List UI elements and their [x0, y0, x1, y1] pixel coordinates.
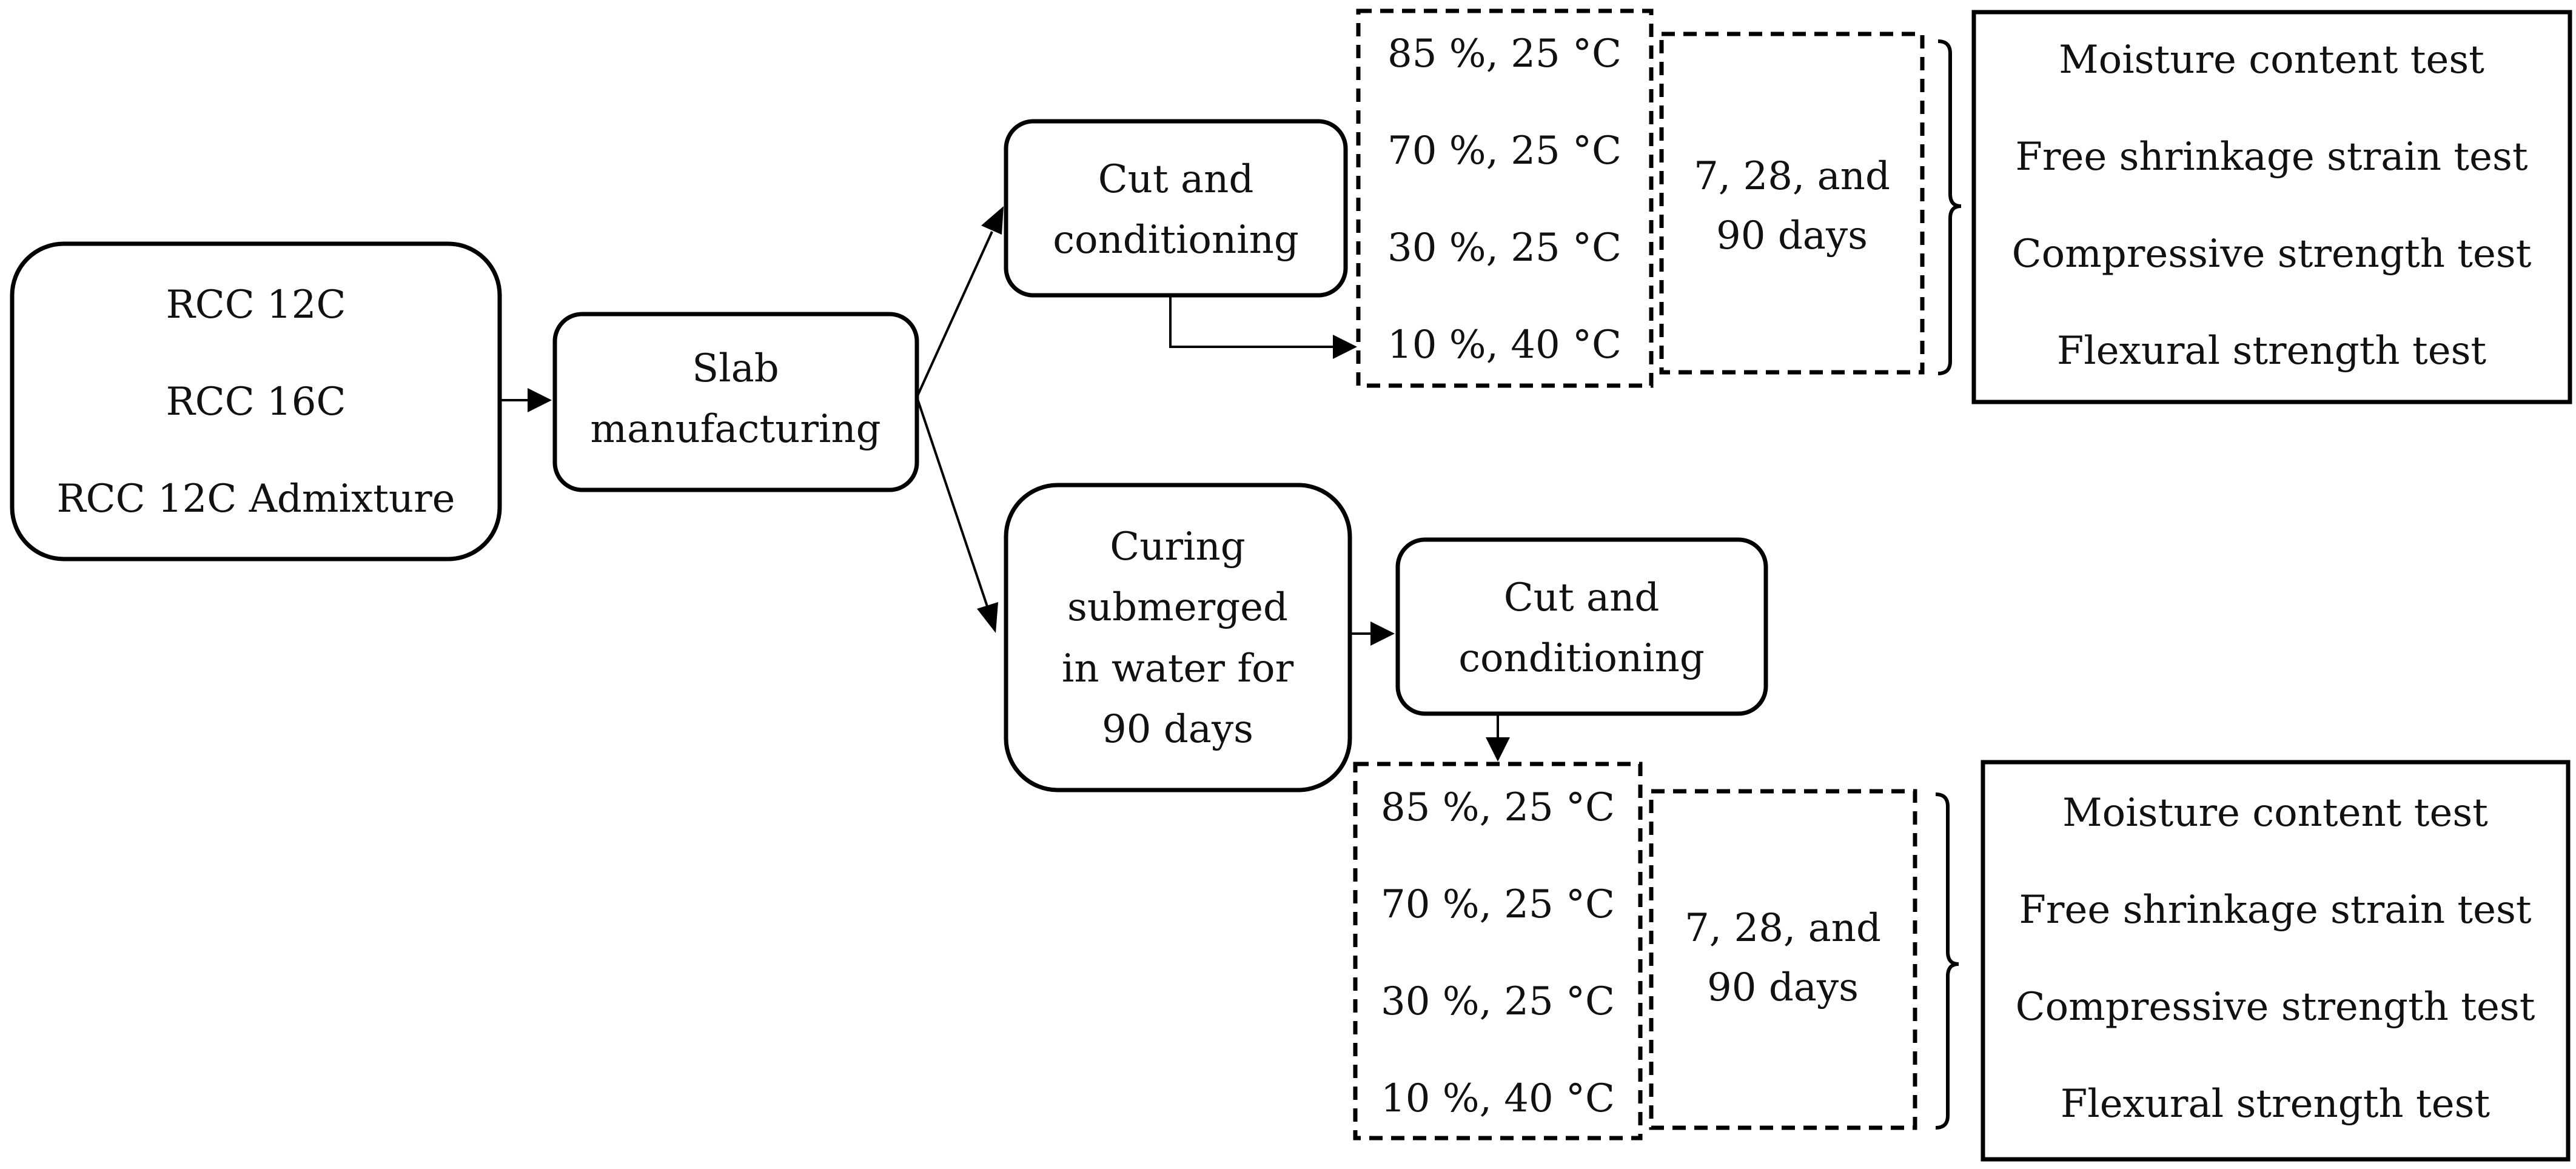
connector-slab-to-curing: [916, 397, 998, 633]
ages-label-line: 7, 28, and: [1694, 154, 1890, 199]
lower-cut-label-line: Cut and: [1504, 575, 1660, 620]
condition-label: 30 %, 25 °C: [1387, 226, 1622, 270]
condition-label: 85 %, 25 °C: [1387, 32, 1622, 76]
curing-box: [1004, 483, 1352, 792]
mixture-label: RCC 16C: [166, 380, 346, 424]
condition-label: 10 %, 40 °C: [1387, 323, 1622, 367]
condition-label: 70 %, 25 °C: [1387, 129, 1622, 173]
upper-tests-list: Moisture content test Free shrinkage str…: [2012, 38, 2532, 373]
upper-ages-box: [1659, 32, 1925, 375]
curing-label-line: Curing: [1110, 524, 1245, 569]
test-label: Free shrinkage strain test: [2015, 135, 2527, 179]
mixtures-list: RCC 12C RCC 16C RCC 12C Admixture: [56, 283, 455, 521]
lower-brace: [1935, 792, 1959, 1130]
slab-label-line: Slab: [692, 346, 779, 391]
condition-label: 10 %, 40 °C: [1381, 1076, 1615, 1121]
condition-label: 30 %, 25 °C: [1381, 979, 1615, 1024]
connector-upper-cut-to-conditions: [1169, 295, 1357, 359]
upper-brace: [1937, 39, 1962, 375]
condition-label: 70 %, 25 °C: [1381, 882, 1615, 927]
lower-cut-label-line: conditioning: [1458, 636, 1705, 681]
upper-cut-label-line: Cut and: [1098, 157, 1254, 202]
upper-cut-conditioning-box: [1004, 119, 1348, 298]
slab-label: Slab manufacturing: [590, 346, 880, 452]
curing-label-line: in water for: [1062, 646, 1294, 691]
ages-label-line: 90 days: [1707, 965, 1859, 1010]
test-label: Flexural strength test: [2057, 329, 2487, 373]
connector-lower-cut-to-conditions: [1486, 714, 1510, 762]
curing-label-line: submerged: [1067, 585, 1288, 630]
mixture-label: RCC 12C: [166, 283, 346, 327]
connector-slab-to-upper-cut: [916, 206, 1004, 398]
slab-manufacturing-box: [552, 312, 919, 492]
upper-conditions-box: [1356, 8, 1654, 388]
lower-tests-list: Moisture content test Free shrinkage str…: [2016, 791, 2535, 1127]
test-label: Moisture content test: [2062, 791, 2488, 836]
lower-ages-label: 7, 28, and 90 days: [1685, 906, 1881, 1010]
upper-cut-label: Cut and conditioning: [1053, 157, 1299, 263]
lower-cut-label: Cut and conditioning: [1458, 575, 1705, 681]
lower-conditions-box: [1353, 762, 1643, 1141]
slab-label-line: manufacturing: [590, 407, 880, 452]
lower-tests-box: [1981, 760, 2571, 1162]
condition-label: 85 %, 25 °C: [1381, 785, 1615, 830]
test-label: Free shrinkage strain test: [2019, 888, 2531, 933]
curing-label-line: 90 days: [1102, 707, 1253, 752]
ages-label-line: 90 days: [1716, 213, 1868, 258]
upper-conditions-list: 85 %, 25 °C 70 %, 25 °C 30 %, 25 °C 10 %…: [1387, 32, 1622, 367]
upper-ages-label: 7, 28, and 90 days: [1694, 154, 1890, 258]
connector-curing-to-lower-cut: [1350, 621, 1395, 646]
mixture-label: RCC 12C Admixture: [56, 477, 455, 521]
curing-label: Curing submerged in water for 90 days: [1062, 524, 1294, 752]
test-label: Moisture content test: [2059, 38, 2484, 82]
upper-tests-box: [1971, 10, 2572, 404]
ages-label-line: 7, 28, and: [1685, 906, 1881, 951]
lower-ages-box: [1649, 789, 1917, 1130]
test-label: Compressive strength test: [2012, 232, 2532, 276]
lower-conditions-list: 85 %, 25 °C 70 %, 25 °C 30 %, 25 °C 10 %…: [1381, 785, 1615, 1121]
lower-cut-conditioning-box: [1395, 537, 1768, 716]
test-label: Compressive strength test: [2016, 985, 2535, 1030]
connector-mixtures-to-slab: [500, 388, 552, 412]
upper-cut-label-line: conditioning: [1053, 218, 1299, 263]
test-label: Flexural strength test: [2061, 1082, 2490, 1127]
